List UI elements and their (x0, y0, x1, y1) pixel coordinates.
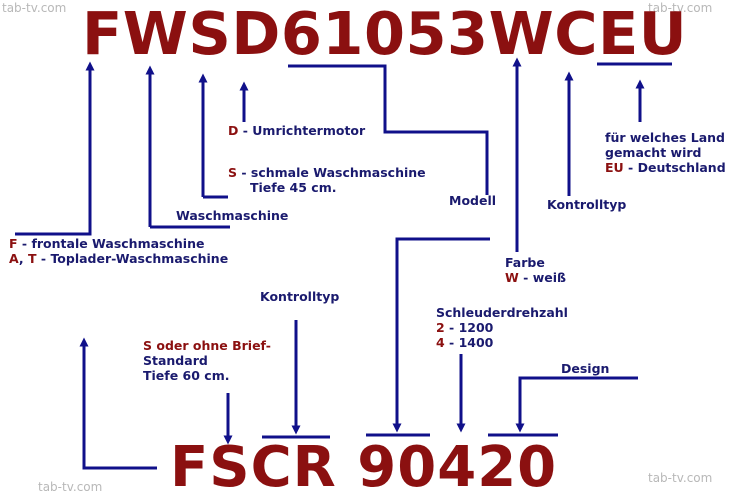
label-umrichtermotor: D - Umrichtermotor (228, 123, 366, 138)
label-kontrolltyp-top: Kontrolltyp (547, 197, 627, 212)
watermark: tab-tv.com (2, 1, 67, 15)
connector-modell (288, 64, 489, 195)
model-code-bottom: FSCR 90420 (170, 435, 558, 500)
connector-design (515, 376, 638, 433)
watermark: tab-tv.com (648, 471, 713, 485)
watermark: tab-tv.com (38, 480, 103, 494)
label-kontrolltyp-bottom: Kontrolltyp (260, 289, 340, 304)
label-waschmaschine: Waschmaschine (176, 208, 289, 223)
connector-frontal (15, 61, 95, 236)
label-modell: Modell (449, 193, 497, 208)
connector-modell-bottom (392, 237, 490, 433)
connector-left (79, 337, 157, 470)
watermark: tab-tv.com (648, 1, 713, 15)
label-design: Design (561, 361, 610, 376)
model-code-top: FWSD61053WCEU (82, 0, 688, 68)
